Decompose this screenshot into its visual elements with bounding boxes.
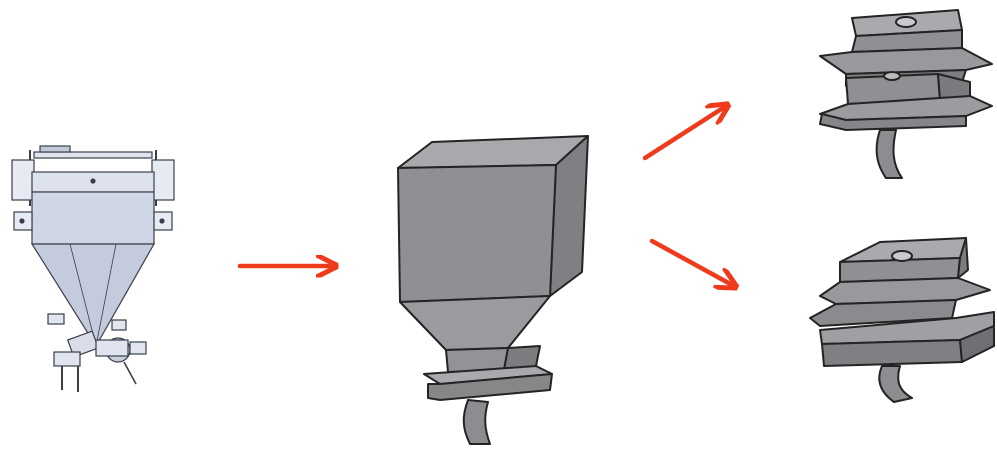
arrow-sketch-to-variant-b	[649, 238, 734, 286]
hopper-sketch-icon	[397, 135, 589, 445]
arrow-sketch-to-variant-a	[642, 106, 726, 161]
stacked-plate-variant-b-icon	[809, 237, 995, 403]
stacked-plate-variant-a-icon	[819, 9, 993, 179]
hopper-machine-icon	[11, 145, 175, 392]
